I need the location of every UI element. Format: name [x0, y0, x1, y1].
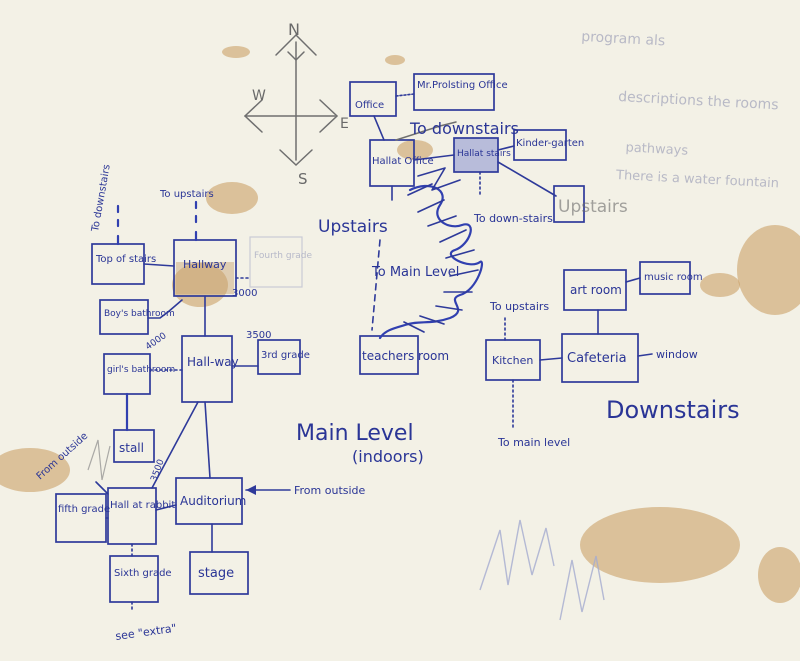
- main-level-title: Main Level: [296, 421, 414, 446]
- hallat-stairs-label: Hallat stairs: [457, 149, 511, 159]
- hallway-mid-box: [181, 335, 233, 403]
- third-grade-label: 3rd grade: [261, 350, 310, 361]
- music-room-label: music room: [644, 272, 703, 283]
- number-3000: 3000: [232, 288, 257, 299]
- bleed-line-3: pathways: [625, 140, 689, 158]
- hallway-mid-label: Hall-way: [187, 355, 239, 369]
- hallat-office-label: Hallat Office: [372, 156, 434, 167]
- fourth-grade-faint-label: Fourth grade: [254, 251, 313, 261]
- kitchen-label: Kitchen: [492, 354, 533, 367]
- cafeteria-label: Cafeteria: [567, 351, 627, 366]
- compass-rose: N W E S: [243, 20, 349, 188]
- art-room-box: [563, 269, 627, 311]
- auditorium-box: [175, 477, 243, 525]
- from-outside-right-label: From outside: [294, 484, 366, 497]
- stage-label: stage: [198, 566, 234, 581]
- to-downstairs-mid-label: To down-stairs: [473, 212, 553, 225]
- compass-e: E: [340, 116, 349, 132]
- top-of-stairs-label: Top of stairs: [95, 254, 156, 265]
- fourth-grade-faint-box: [249, 236, 303, 288]
- upstairs-title: Upstairs: [318, 217, 388, 237]
- compass-n: N: [288, 20, 300, 39]
- art-room-label: art room: [570, 283, 622, 297]
- stall-label: stall: [119, 441, 144, 455]
- to-main-level-downstairs-label: To main level: [497, 436, 570, 449]
- main-level-subtitle: (indoors): [352, 447, 424, 466]
- stall-box: [113, 429, 155, 463]
- compass-w: W: [252, 88, 266, 104]
- mr-office-label: Mr.Prolsting Office: [417, 80, 508, 91]
- number-3500-top: 3500: [246, 330, 271, 341]
- auditorium-label: Auditorium: [180, 494, 246, 508]
- fifth-grade-label: fifth grade: [58, 504, 110, 515]
- downstairs-title: Downstairs: [606, 396, 740, 424]
- office-label: Office: [355, 100, 384, 111]
- boys-bathroom-box: [99, 299, 149, 335]
- to-downstairs-top-label: To downstairs: [409, 119, 519, 138]
- window-label: window: [656, 348, 698, 361]
- main-level-map: To downstairs To upstairs Top of stairs …: [35, 164, 366, 643]
- upstairs-map: Office Mr.Prolsting Office To downstairs…: [318, 73, 628, 375]
- to-upstairs-label: To upstairs: [159, 189, 214, 200]
- boys-bathroom-label: Boy's bathroom: [104, 309, 175, 319]
- office-box: [349, 81, 397, 117]
- bleed-line-4: There is a water fountain: [615, 168, 780, 192]
- hall-at-rabbit-label: Hall at rabbit: [110, 500, 175, 511]
- see-extra-label: see "extra": [115, 622, 178, 643]
- kindergarten-box: [513, 129, 567, 161]
- fifth-grade-box: [55, 493, 107, 543]
- third-grade-box: [257, 339, 301, 375]
- compass-s: S: [298, 170, 308, 188]
- kindergarten-label: Kinder-garten: [516, 138, 584, 149]
- to-main-level-label: To Main Level: [371, 265, 459, 280]
- bleed-line-2: descriptions the rooms: [618, 89, 779, 113]
- downstairs-map: To upstairs art room music room Kitchen …: [485, 261, 703, 449]
- scribble-marks: [87, 439, 605, 621]
- hallway-top-label: Hallway: [183, 258, 227, 271]
- upstairs-small-box: [553, 185, 585, 223]
- upstairs-pencil-ghost: Upstairs: [558, 197, 628, 217]
- bleed-line-1: program als: [581, 29, 666, 49]
- teachers-room-label: teachers room: [362, 349, 449, 363]
- stage-box: [189, 551, 249, 595]
- bleed-through-text: program als descriptions the rooms pathw…: [581, 29, 780, 192]
- mr-office-box: [413, 73, 495, 111]
- girls-bathroom-label: girl's bathroom: [107, 365, 175, 375]
- teachers-room-box: [359, 335, 419, 375]
- to-downstairs-label: To downstairs: [90, 164, 113, 234]
- coffee-stains: [0, 46, 800, 603]
- sixth-grade-label: Sixth grade: [114, 568, 172, 579]
- hall-at-rabbit-box: [107, 487, 157, 545]
- sixth-grade-box: [109, 555, 159, 603]
- to-upstairs-downstairs-label: To upstairs: [489, 300, 549, 313]
